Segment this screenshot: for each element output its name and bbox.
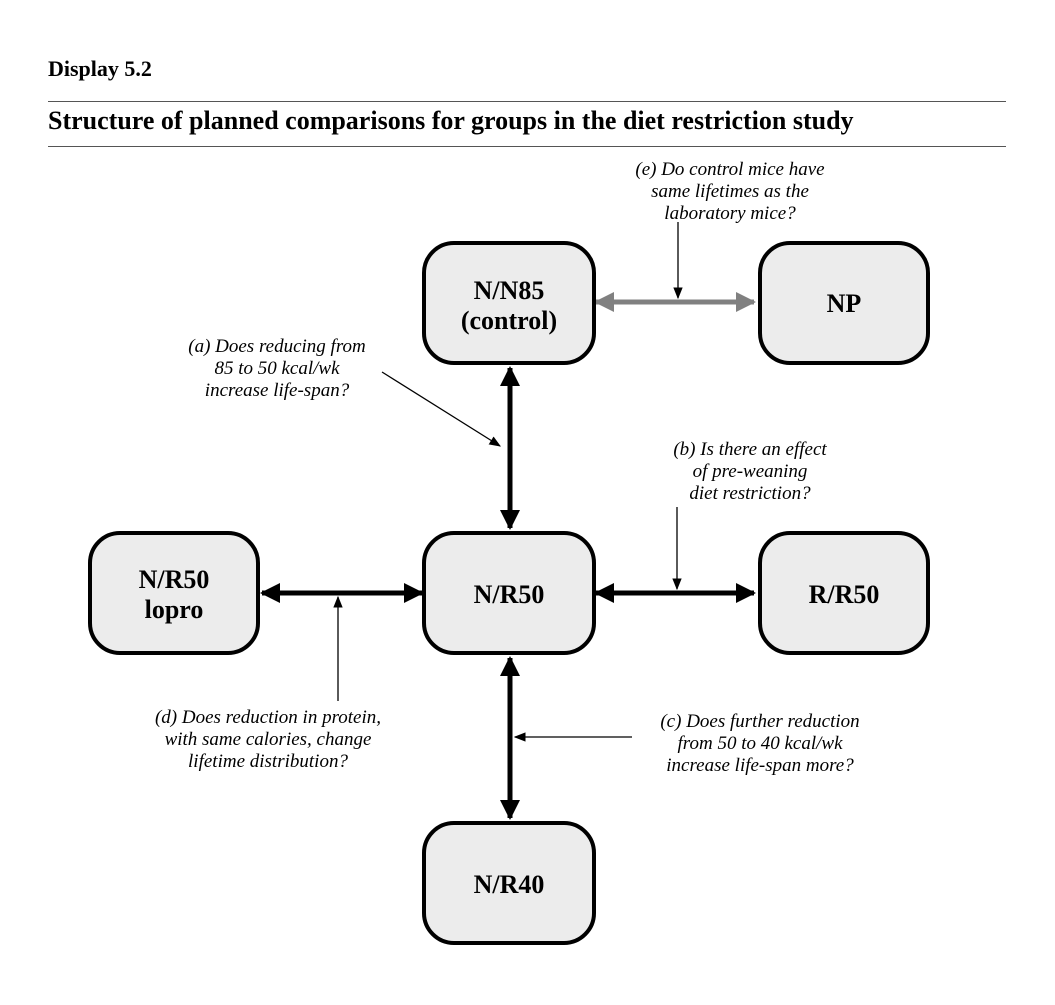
node-nr50-lopro-line2: lopro (145, 595, 204, 624)
question-d-line2: with same calories, change (165, 729, 372, 750)
node-np-line1: NP (827, 289, 862, 318)
node-rr50: R/R50 (758, 531, 930, 655)
question-e: (e) Do control mice have same lifetimes … (635, 159, 824, 224)
node-rr50-line1: R/R50 (809, 580, 880, 609)
node-nn85-line2: (control) (461, 306, 557, 335)
top-rule (48, 101, 1006, 102)
question-c-line3: increase life-span more? (666, 755, 854, 776)
question-c: (c) Does further reduction from 50 to 40… (660, 711, 859, 776)
node-nr40: N/R40 (422, 821, 596, 945)
question-c-line2: from 50 to 40 kcal/wk (678, 733, 844, 754)
node-nr50-lopro: N/R50 lopro (88, 531, 260, 655)
display-title: Structure of planned comparisons for gro… (48, 106, 854, 135)
question-d-line3: lifetime distribution? (188, 751, 348, 772)
question-a-line2: 85 to 50 kcal/wk (214, 358, 340, 379)
question-d-line1: (d) Does reduction in protein, (155, 707, 381, 728)
pointer-a (381, 371, 501, 447)
question-d: (d) Does reduction in protein, with same… (155, 707, 381, 772)
node-nn85-line1: N/N85 (474, 276, 545, 305)
bottom-rule (48, 146, 1006, 147)
node-nr50: N/R50 (422, 531, 596, 655)
question-a-line3: increase life-span? (205, 380, 350, 401)
question-e-line2: same lifetimes as the (651, 181, 809, 202)
node-nr50-lopro-line1: N/R50 (139, 565, 210, 594)
node-nr40-line1: N/R40 (474, 870, 545, 899)
question-b: (b) Is there an effect of pre-weaning di… (673, 439, 827, 504)
node-nn85: N/N85 (control) (422, 241, 596, 365)
question-a-line1: (a) Does reducing from (188, 336, 365, 357)
question-a: (a) Does reducing from 85 to 50 kcal/wk … (188, 336, 365, 401)
question-e-line3: laboratory mice? (664, 203, 796, 224)
question-e-line1: (e) Do control mice have (635, 159, 824, 180)
node-nr50-line1: N/R50 (474, 580, 545, 609)
question-b-line3: diet restriction? (689, 483, 811, 504)
question-b-line2: of pre-weaning (693, 461, 808, 482)
node-np: NP (758, 241, 930, 365)
display-label: Display 5.2 (48, 56, 152, 81)
question-c-line1: (c) Does further reduction (660, 711, 859, 732)
question-b-line1: (b) Is there an effect (673, 439, 827, 460)
